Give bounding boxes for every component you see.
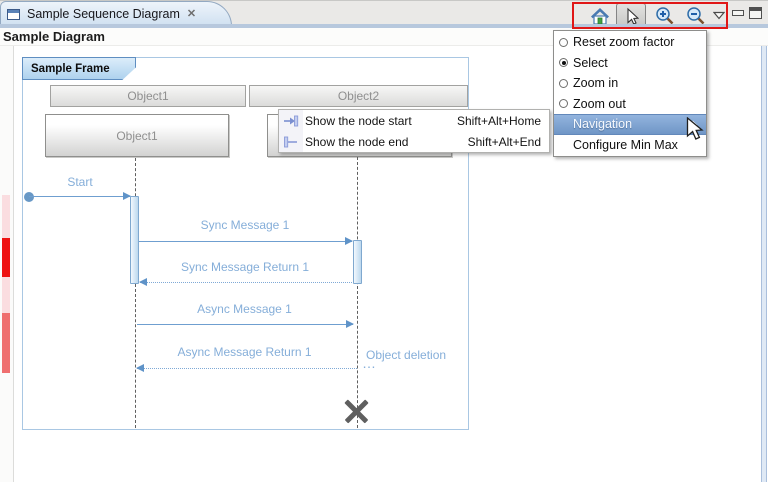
menu-item-reset-zoom[interactable]: Reset zoom factor: [554, 32, 706, 53]
frame-label[interactable]: Sample Frame: [22, 57, 136, 80]
menu-item-label: Select: [573, 55, 608, 70]
menu-item-label: Configure Min Max: [573, 137, 678, 152]
activation-bar-object2[interactable]: [353, 240, 362, 284]
message-label-sync1-return[interactable]: Sync Message Return 1: [180, 260, 310, 274]
radio-icon: [559, 37, 568, 47]
zoom-in-icon: [656, 6, 674, 24]
menu-item-label: Reset zoom factor: [573, 35, 675, 50]
show-node-end-icon: [284, 136, 297, 147]
lifeline-object1[interactable]: [135, 158, 136, 428]
menu-item-shortcut: Shift+Alt+Home: [456, 113, 541, 128]
menu-item-label: Zoom out: [573, 96, 626, 111]
annotation-ruler[interactable]: [0, 46, 14, 482]
tab-accent-band: [0, 24, 768, 28]
activation-bar-object1[interactable]: [130, 196, 139, 284]
annotation-marker[interactable]: [2, 238, 10, 277]
message-label-async1[interactable]: Async Message 1: [197, 302, 292, 316]
home-button[interactable]: [588, 4, 612, 27]
annotation-marker[interactable]: [2, 195, 10, 238]
menu-item-zoom-in[interactable]: Zoom in: [554, 73, 706, 94]
menu-item-show-node-start[interactable]: Show the node start Shift+Alt+Home: [279, 110, 549, 131]
message-line-sync1[interactable]: [139, 237, 353, 245]
object1-box[interactable]: Object1: [45, 114, 229, 157]
zoom-out-button[interactable]: [684, 4, 708, 27]
annotation-marker[interactable]: [2, 277, 10, 313]
zoom-out-icon: [687, 6, 705, 24]
maximize-view-button[interactable]: [749, 7, 762, 19]
menu-item-label: Show the node start: [305, 113, 412, 128]
message-label-async1-return[interactable]: Async Message Return 1: [177, 345, 312, 359]
diagram-window-icon: [7, 8, 20, 20]
minimize-view-button[interactable]: [732, 10, 744, 16]
menu-item-show-node-end[interactable]: Show the node end Shift+Alt+End: [279, 131, 549, 152]
menu-item-label: Show the node end: [305, 134, 409, 149]
navigation-submenu: Show the node start Shift+Alt+Home Show …: [278, 109, 550, 153]
editor-right-border: [761, 46, 767, 482]
message-line-async1-return[interactable]: [136, 364, 357, 372]
message-label-sync1[interactable]: Sync Message 1: [200, 218, 290, 232]
tab-title: Sample Sequence Diagram: [27, 7, 180, 21]
lifeline-header-object2[interactable]: Object2: [249, 85, 468, 107]
tab-sample-sequence-diagram[interactable]: Sample Sequence Diagram ✕: [0, 1, 232, 26]
view-context-menu: Reset zoom factor Select Zoom in Zoom ou…: [553, 30, 707, 157]
show-node-start-icon: [284, 115, 299, 126]
view-menu-button[interactable]: [710, 4, 728, 27]
annotation-marker[interactable]: [2, 313, 10, 373]
message-line-async1[interactable]: [137, 320, 354, 328]
menu-item-label: Navigation: [573, 117, 633, 132]
lifeline-header-object1[interactable]: Object1: [50, 85, 246, 107]
start-node[interactable]: [24, 192, 34, 202]
message-label-start[interactable]: Start: [67, 175, 93, 189]
object-destruction-icon[interactable]: [342, 396, 371, 425]
object-deletion-label[interactable]: Object deletion: [366, 348, 447, 362]
tab-bar: Sample Sequence Diagram ✕: [0, 0, 768, 28]
home-icon: [591, 7, 609, 25]
menu-item-zoom-out[interactable]: Zoom out: [554, 94, 706, 115]
radio-icon: [559, 78, 568, 88]
select-button[interactable]: [616, 3, 646, 28]
lifeline-object2[interactable]: [357, 157, 358, 428]
select-cursor-icon: [627, 7, 639, 25]
breadcrumb-label: Sample Diagram: [3, 29, 105, 44]
message-line-start[interactable]: [29, 192, 131, 200]
ellipsis-label: …: [362, 355, 376, 371]
message-line-sync1-return[interactable]: [139, 278, 352, 286]
menu-item-shortcut: Shift+Alt+End: [467, 134, 541, 149]
close-icon[interactable]: ✕: [186, 7, 197, 20]
menu-item-label: Zoom in: [573, 76, 619, 91]
radio-selected-icon: [559, 58, 568, 68]
menu-item-configure-min-max[interactable]: Configure Min Max: [554, 135, 706, 156]
menu-item-navigation[interactable]: Navigation: [554, 114, 706, 135]
menu-item-select[interactable]: Select: [554, 53, 706, 74]
radio-icon: [559, 99, 568, 109]
menu-dropdown-icon: [713, 11, 725, 20]
zoom-in-button[interactable]: [653, 4, 677, 27]
mouse-cursor-icon: [686, 117, 704, 140]
